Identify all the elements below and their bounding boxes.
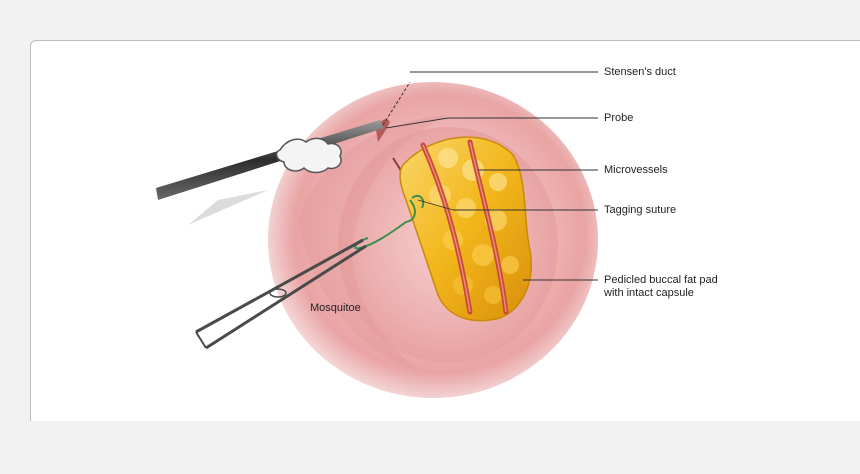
label-probe: Probe: [604, 112, 634, 124]
illustration-svg: [156, 71, 598, 398]
label-microvessels: Microvessels: [604, 164, 668, 176]
label-mosquitoe: Mosquitoe: [310, 302, 361, 314]
surgical-illustration: Stensen's duct Probe Microvessels Taggin…: [148, 50, 718, 408]
mosquito-forceps: [195, 238, 367, 350]
leader-lines: [385, 71, 598, 281]
stensens-duct-dashed: [382, 81, 411, 126]
label-tagging-suture: Tagging suture: [604, 204, 677, 216]
label-stensens-duct: Stensen's duct: [604, 66, 676, 78]
label-fat-pad-line2: with intact capsule: [604, 287, 694, 299]
probe-instrument: [156, 120, 384, 225]
label-fat-pad-line1: Pedicled buccal fat pad: [604, 274, 718, 286]
cheek-fold-shadow: [298, 115, 448, 370]
